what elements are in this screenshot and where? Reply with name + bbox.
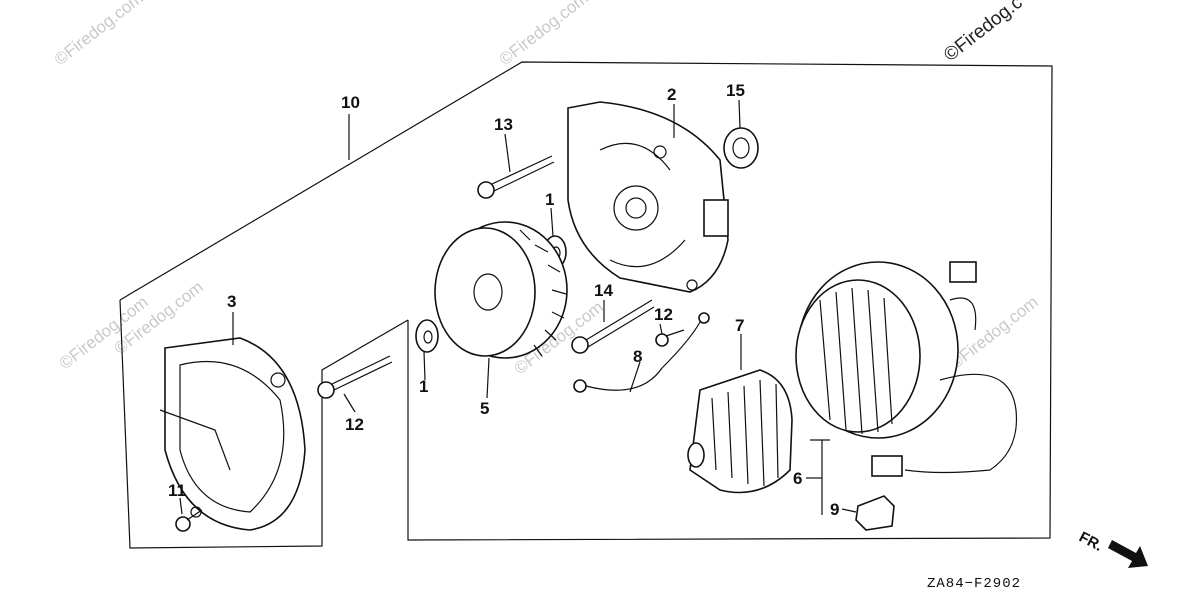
callout-5: 6: [793, 469, 802, 488]
part-bolt-10: [175, 509, 203, 532]
frame-assembly-3: [119, 299, 409, 549]
callout-7: 8: [633, 347, 642, 366]
part-screw-11: [655, 329, 685, 347]
front-arrow-icon: [1108, 540, 1148, 568]
part-rotor: [687, 369, 793, 494]
callout-11: 12: [654, 305, 673, 324]
part-washer-1-lower: [415, 319, 439, 353]
callout-2: 2: [667, 85, 676, 104]
callout-1-lower: 1: [419, 377, 428, 396]
frame-assembly-8: [119, 61, 1053, 541]
part-ground-wire: [573, 312, 710, 393]
callout-12: 12: [345, 415, 364, 434]
callout-13: 13: [494, 115, 513, 134]
part-connector: [855, 495, 895, 531]
watermark: ©Firedog.com: [946, 292, 1042, 373]
watermark: ©Firedog.com: [51, 0, 147, 69]
callout-8: 10: [341, 93, 360, 112]
part-stator: [795, 261, 1018, 477]
part-bolt-14: [571, 299, 655, 354]
part-bearing: [723, 127, 759, 169]
callout-1-upper: 1: [545, 190, 554, 209]
callout-4: 5: [480, 399, 489, 418]
callout-3: 3: [227, 292, 236, 311]
callout-6: 7: [735, 316, 744, 335]
part-fan-cover: [159, 337, 306, 531]
front-label: FR.: [1076, 529, 1105, 555]
part-flywheel-fan: [434, 221, 568, 359]
watermark: ©Firedog.com: [496, 0, 592, 69]
watermark-corner: ©Firedog.c: [940, 0, 1026, 66]
callout-15: 15: [726, 81, 745, 100]
callouts: 10 2 15 13 1 3 14 12 7 1 5 8 12 11 6 9: [168, 81, 839, 519]
part-bolt-13: [477, 155, 555, 199]
part-rear-housing: [567, 101, 729, 293]
callout-9: 9: [830, 500, 839, 519]
callout-14: 14: [594, 281, 613, 300]
figure-code: ZA84−F2902: [927, 576, 1021, 592]
front-direction-indicator: FR.: [1076, 529, 1148, 568]
part-bolt-12: [317, 355, 393, 399]
callout-10: 11: [168, 481, 186, 500]
leader-lines: [179, 99, 857, 515]
